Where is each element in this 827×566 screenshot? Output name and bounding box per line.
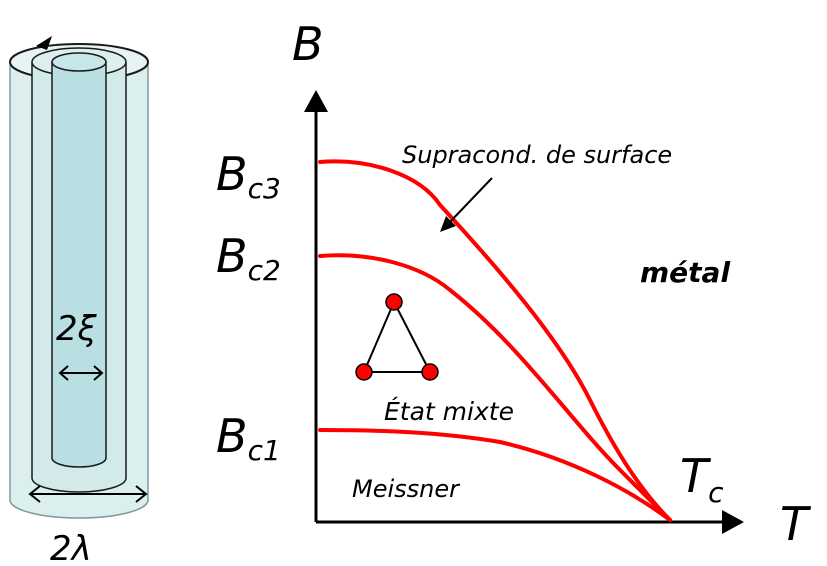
bc3-sub: c3: [248, 172, 281, 205]
y-axis-arrow-icon: [304, 90, 328, 112]
bc1-base: B: [216, 409, 248, 463]
x-axis-arrow-icon: [722, 510, 744, 534]
surface-region-label: Supracond. de surface: [402, 141, 672, 169]
x-axis-label: T: [780, 497, 812, 551]
critical-curves: [318, 159, 672, 522]
phase-diagram: B T Bc3 Bc2 Bc1 Tc Supracond. de surface…: [216, 17, 812, 551]
bc1-curve: [318, 428, 672, 522]
bc3-curve: [318, 159, 672, 522]
surface-pointer-arrow-icon: [440, 177, 493, 232]
lambda-label: 2λ: [50, 529, 92, 566]
xi-double-arrow-icon: [58, 365, 104, 381]
vortex-lattice-triangle-icon: [355, 293, 439, 381]
xi-label: 2ξ: [56, 309, 98, 349]
vortex-core: [51, 62, 107, 468]
meissner-region-label: Meissner: [352, 475, 461, 503]
bc2-label: Bc2: [216, 229, 281, 287]
metal-region-label: métal: [640, 256, 730, 289]
bc3-base: B: [216, 147, 248, 201]
bc1-sub: c1: [248, 434, 281, 467]
vortex-core-top: [51, 52, 107, 72]
bc2-base: B: [216, 229, 248, 283]
y-axis-label: B: [292, 17, 324, 71]
bc3-label: Bc3: [216, 147, 281, 205]
mixed-region-label: État mixte: [384, 397, 514, 426]
circulation-arrow: [36, 36, 52, 50]
lambda-double-arrow-icon: [28, 485, 148, 503]
bc2-curve: [318, 253, 672, 522]
bc2-sub: c2: [248, 254, 281, 287]
tc-base: T: [680, 449, 712, 503]
axes: [304, 90, 744, 534]
bc1-label: Bc1: [216, 409, 281, 467]
tc-label: Tc: [680, 449, 724, 509]
tc-sub: c: [708, 476, 724, 509]
vortex-cylinder: 2ξ 2λ: [9, 36, 149, 566]
